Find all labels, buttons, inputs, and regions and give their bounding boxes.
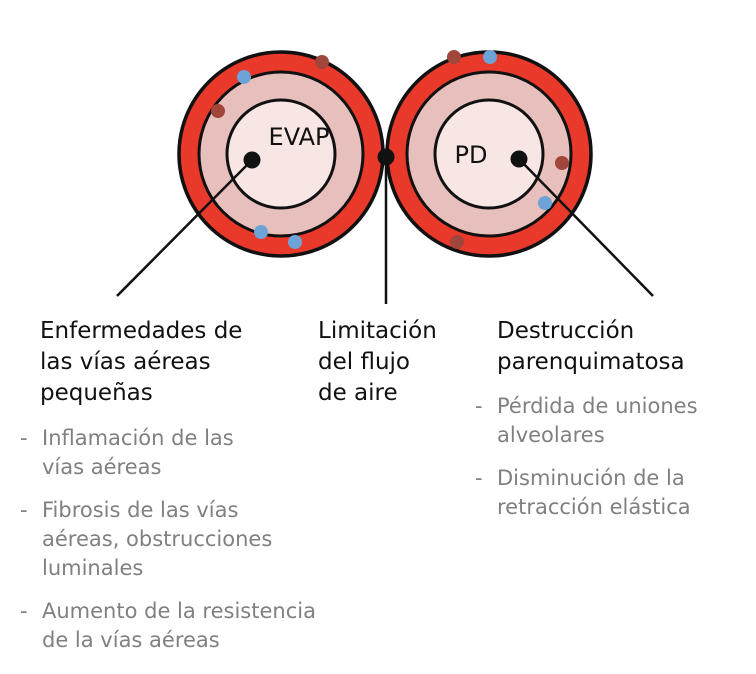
tissue-dot-blue — [483, 50, 497, 64]
item-line: aéreas, obstrucciones — [42, 527, 273, 551]
list-item: - Pérdida de uniones alveolares — [475, 392, 747, 450]
list-item: - Fibrosis de las vías aéreas, obstrucci… — [20, 496, 370, 583]
connector-line-right — [518, 158, 654, 297]
heading-line: parenquimatosa — [497, 349, 685, 375]
item-line: Disminución de la — [497, 466, 685, 490]
item-line: Pérdida de uniones — [497, 394, 698, 418]
heading-line: del flujo — [318, 349, 410, 375]
tissue-dot-brown — [450, 235, 464, 249]
heading-line: las vías aéreas — [40, 349, 211, 375]
item-line: Inflamación de las — [42, 426, 234, 450]
dash: - — [20, 599, 28, 623]
heading-airflow-limitation: Limitación del flujo de aire — [318, 316, 488, 409]
column-small-airways: Enfermedades de las vías aéreas pequeñas — [40, 316, 370, 409]
tissue-dot-brown — [315, 55, 329, 69]
overlap-ghost-rings — [198, 71, 364, 237]
connector-line-left — [116, 159, 253, 297]
heading-line: Destrucción — [497, 318, 635, 344]
tissue-dot-brown — [555, 156, 569, 170]
item-line: alveolares — [497, 423, 605, 447]
tissue-dot-blue — [237, 70, 251, 84]
heading-line: pequeñas — [40, 380, 153, 406]
list-item: - Disminución de la retracción elástica — [475, 464, 747, 522]
list-parenchymal-destruction: - Pérdida de uniones alveolares - Dismin… — [475, 392, 747, 536]
heading-line: de aire — [318, 380, 398, 406]
tissue-dot-blue — [254, 225, 268, 239]
item-line: Aumento de la resistencia — [42, 599, 316, 623]
item-line: Fibrosis de las vías — [42, 498, 239, 522]
dash: - — [20, 498, 28, 522]
heading-line: Limitación — [318, 318, 437, 344]
list-small-airways: - Inflamación de las vías aéreas - Fibro… — [20, 424, 370, 669]
dash: - — [475, 394, 483, 418]
column-parenchymal-destruction: Destrucción parenquimatosa — [497, 316, 747, 378]
column-airflow-limitation: Limitación del flujo de aire — [318, 316, 488, 409]
venn-diagram: EVAP PD — [116, 50, 654, 304]
left-circle — [177, 50, 385, 258]
heading-line: Enfermedades de — [40, 318, 243, 344]
item-line: luminales — [42, 556, 144, 580]
right-lumen — [433, 98, 545, 210]
pd-label: PD — [455, 141, 488, 169]
list-item: - Inflamación de las vías aéreas — [20, 424, 370, 482]
overlap-inner-ring-left — [198, 71, 364, 237]
tissue-dot-blue — [288, 235, 302, 249]
item-line: retracción elástica — [497, 495, 691, 519]
heading-parenchymal-destruction: Destrucción parenquimatosa — [497, 316, 747, 378]
item-line: vías aéreas — [42, 455, 162, 479]
item-line: de la vías aéreas — [42, 628, 220, 652]
tissue-dot-brown — [447, 50, 461, 64]
heading-small-airways: Enfermedades de las vías aéreas pequeñas — [40, 316, 370, 409]
dash: - — [475, 466, 483, 490]
evap-label: EVAP — [269, 123, 330, 151]
dash: - — [20, 426, 28, 450]
tissue-dot-blue — [538, 196, 552, 210]
tissue-dot-brown — [211, 104, 225, 118]
left-lumen — [225, 98, 337, 210]
list-item: - Aumento de la resistencia de la vías a… — [20, 597, 370, 655]
